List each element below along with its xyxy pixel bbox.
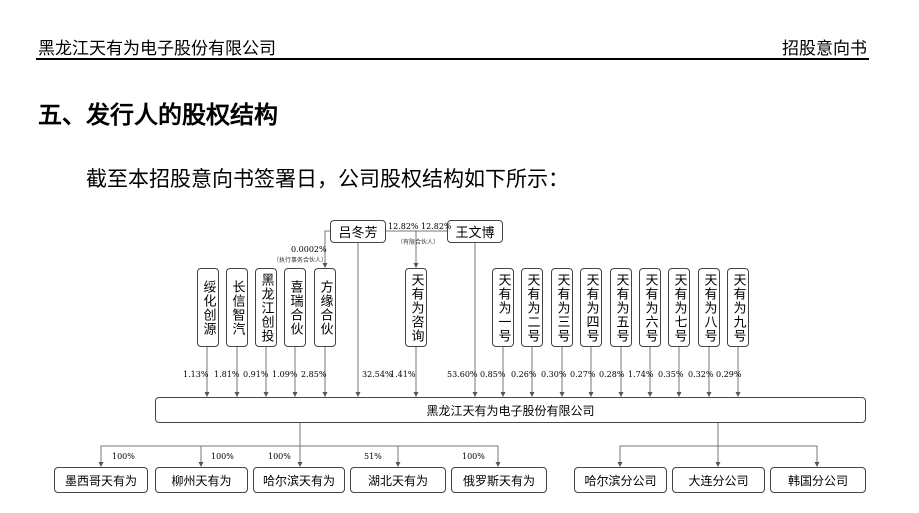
shareholder-pct: 53.60% [447,370,478,379]
subsidiary-pct: 100% [268,452,291,461]
shareholder-pct: 0.28% [599,370,625,379]
branch-box: 哈尔滨分公司 [574,467,667,493]
arrowhead [706,392,712,397]
limited-partner-note: （有限合伙人） [397,239,440,246]
header-divider [36,58,869,60]
shareholder-box: 天有为七号 [668,268,690,347]
pct-lv-to-consult: 12.82% [388,222,419,231]
arrowhead [715,462,721,467]
arrowhead [529,392,535,397]
shareholder-pct: 2.85% [301,370,327,379]
shareholder-pct: 1.81% [214,370,240,379]
arrowhead [735,392,741,397]
section-title: 五、发行人的股权结构 [38,101,278,129]
pct-lv-to-fangyuan: 0.0002% [291,245,327,254]
arrowhead [500,392,506,397]
arrowhead [814,462,820,467]
issuer-box: 黑龙江天有为电子股份有限公司 [155,397,866,423]
arrowhead [292,392,298,397]
subsidiary-pct: 100% [462,452,485,461]
branch-box: 大连分公司 [672,467,765,493]
shareholder-pct: 0.30% [541,370,567,379]
shareholder-pct: 0.32% [688,370,714,379]
arrowhead [322,392,328,397]
arrowhead [413,392,419,397]
shareholder-box: 天有为二号 [521,268,543,347]
subsidiary-pct: 100% [211,452,234,461]
shareholder-box: 天有为一号 [492,268,514,347]
subsidiary-pct: 51% [364,452,382,461]
shareholder-pct: 1.09% [272,370,298,379]
arrowhead [588,392,594,397]
subsidiary-box: 哈尔滨天有为 [253,467,345,493]
arrowhead [618,392,624,397]
subsidiary-box: 俄罗斯天有为 [451,467,547,493]
arrowhead [198,462,204,467]
shareholder-box: 天有为五号 [610,268,632,347]
controller-box-wang-wenbo: 王文博 [447,220,503,243]
header-company: 黑龙江天有为电子股份有限公司 [38,39,276,59]
arrowhead [204,392,210,397]
shareholder-box: 天有为九号 [727,268,749,347]
shareholder-pct: 1.41% [390,370,416,379]
arrowhead [263,392,269,397]
shareholder-box: 天有为六号 [639,268,661,347]
shareholder-box: 黑龙江创投 [255,268,277,347]
gp-note: （执行事务合伙人） [273,257,328,264]
header-doc-type: 招股意向书 [782,39,867,59]
shareholder-box: 天有为四号 [580,268,602,347]
arrowhead [647,392,653,397]
shareholder-box: 天有为咨询 [405,268,427,347]
arrowhead [676,392,682,397]
shareholder-pct: 0.26% [511,370,537,379]
shareholder-box: 天有为八号 [698,268,720,347]
shareholder-pct: 0.35% [658,370,684,379]
shareholder-box: 绥化创源 [197,268,219,347]
subsidiary-box: 墨西哥天有为 [54,467,148,493]
shareholder-pct: 0.91% [243,370,269,379]
intro-paragraph: 截至本招股意向书签署日，公司股权结构如下所示： [86,167,569,191]
shareholder-pct: 0.29% [716,370,742,379]
shareholder-box: 天有为三号 [551,268,573,347]
shareholder-box: 喜瑞合伙 [284,268,306,347]
shareholder-pct: 1.74% [628,370,654,379]
arrowhead [355,392,361,397]
shareholder-box: 长信智汽 [226,268,248,347]
arrowhead [98,462,104,467]
subsidiary-box: 柳州天有为 [155,467,248,493]
arrowhead [395,462,401,467]
controller-box-lv-dongfang: 吕冬芳 [330,220,386,243]
arrowhead [413,263,419,268]
arrowhead [495,462,501,467]
arrowhead [297,462,303,467]
arrowhead [234,392,240,397]
arrowhead [617,462,623,467]
shareholder-pct: 0.85% [480,370,506,379]
shareholder-pct: 0.27% [570,370,596,379]
subsidiary-box: 湖北天有为 [350,467,446,493]
arrowhead [472,392,478,397]
pct-wang-to-consult: 12.82% [421,222,452,231]
shareholder-box: 方缘合伙 [314,268,336,347]
arrowhead [559,392,565,397]
shareholder-pct: 1.13% [183,370,209,379]
shareholder-pct: 32.54% [362,370,393,379]
subsidiary-pct: 100% [112,452,135,461]
arrowhead [322,263,328,268]
branch-box: 韩国分公司 [770,467,866,493]
